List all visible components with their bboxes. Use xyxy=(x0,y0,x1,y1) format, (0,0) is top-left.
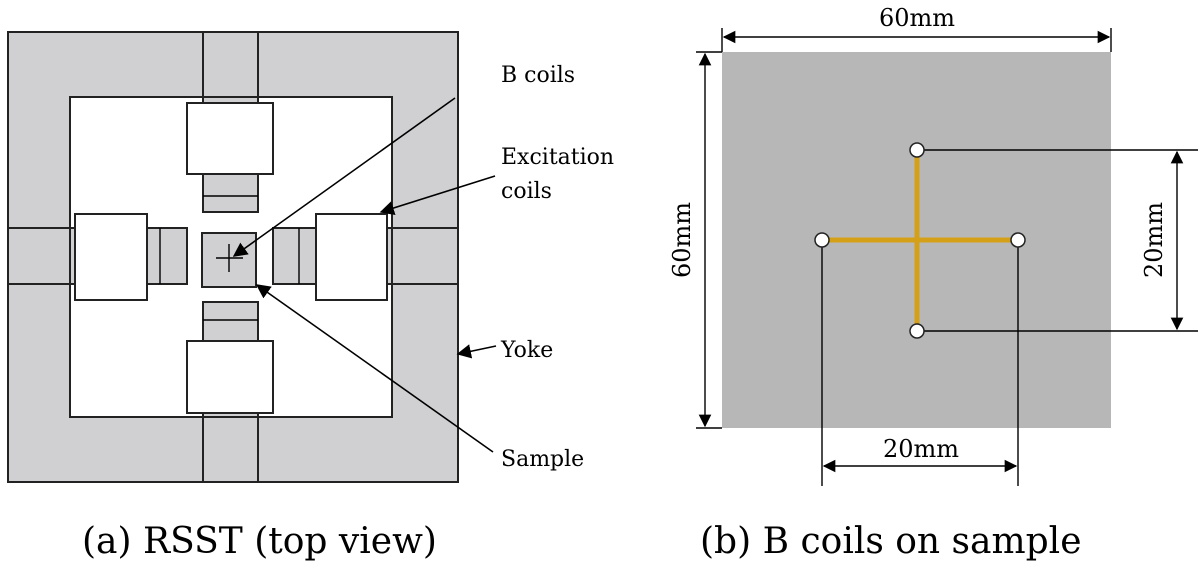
yoke-frame xyxy=(7,31,459,483)
dim-right-label: 20mm xyxy=(1140,202,1168,278)
caption-b: (b) B coils on sample xyxy=(700,521,1082,562)
yoke-arrow xyxy=(456,344,497,359)
excitation-coil-left xyxy=(74,213,148,301)
excitation-coil-top xyxy=(186,102,274,175)
yoke-slot-right xyxy=(391,227,459,285)
excitation-coil-bottom xyxy=(186,340,274,414)
yoke-label: Yoke xyxy=(500,338,553,363)
excitation-arrow xyxy=(379,175,496,215)
b-coils-label: B coils xyxy=(501,63,575,88)
sample-diagram: 60mm 60mm 20mm 20mm (b) B coils on sampl… xyxy=(668,4,1198,562)
rsst-diagram: B coils Excitation coils Yoke Sample (a)… xyxy=(7,31,614,562)
sample-arrow xyxy=(255,284,494,453)
yoke-slot-top xyxy=(202,31,259,98)
excitation-coil-right xyxy=(315,213,388,301)
dim-top-label: 60mm xyxy=(879,4,955,32)
excitation-label-line2: coils xyxy=(501,179,552,204)
caption-a: (a) RSST (top view) xyxy=(82,521,437,562)
terminal-hole xyxy=(909,142,925,158)
sample-label: Sample xyxy=(501,447,584,472)
dim-left-label: 60mm xyxy=(668,202,696,278)
yoke-slot-left xyxy=(7,227,71,285)
terminal-hole xyxy=(1010,232,1026,248)
terminal-hole xyxy=(814,232,830,248)
excitation-label-line1: Excitation xyxy=(501,145,614,170)
terminal-hole xyxy=(909,323,925,339)
yoke-slot-bottom xyxy=(202,416,259,483)
b-coils-arrow xyxy=(232,97,456,257)
dim-bottom-label: 20mm xyxy=(883,435,959,463)
